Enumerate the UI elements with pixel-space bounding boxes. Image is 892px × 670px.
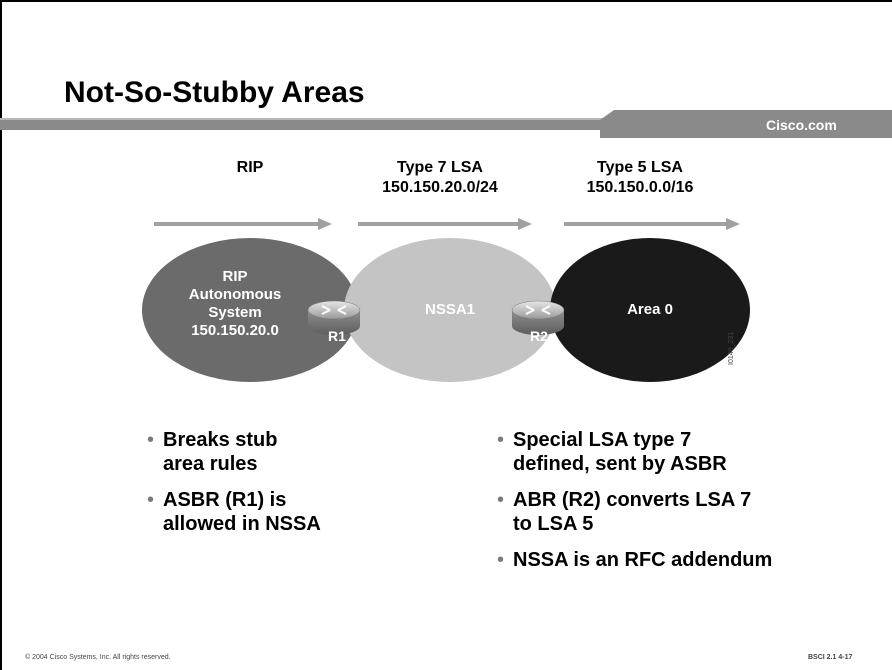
rip-as-cloud <box>142 238 358 382</box>
bullet-dot: • <box>147 489 155 511</box>
bullet-item: • ASBR (R1) is allowed in NSSA <box>147 489 321 535</box>
nssa-diagram: RIP Type 7 LSA 150.150.20.0/24 Type 5 LS… <box>140 159 760 400</box>
area0-backbone <box>550 238 750 382</box>
brand-label: Cisco.com <box>766 117 837 133</box>
bullet-list-left: • Breaks stub area rules • ASBR (R1) is … <box>147 428 397 548</box>
slide-title: Not-So-Stubby Areas <box>64 76 365 109</box>
flow-arrow-type5 <box>564 218 740 230</box>
flow-label-rip: RIP <box>236 159 264 176</box>
nssa1-label: NSSA1 <box>424 301 476 318</box>
bullet-dot: • <box>497 549 505 571</box>
flow-label-type5: Type 5 LSA 150.150.0.0/16 <box>586 159 694 196</box>
flow-label-type7: Type 7 LSA 150.150.20.0/24 <box>382 159 498 196</box>
header-bar <box>0 110 892 138</box>
rip-as-label: RIP Autonomous System 150.150.20.0 <box>188 268 282 339</box>
router-r1-icon <box>307 300 361 335</box>
area0-label: Area 0 <box>627 301 673 318</box>
flow-arrow-rip <box>154 218 332 230</box>
bullet-dot: • <box>497 429 505 451</box>
bullet-item: • ABR (R2) converts LSA 7 to LSA 5 <box>497 489 752 535</box>
router-r2-icon <box>511 300 565 335</box>
copyright-footer: © 2004 Cisco Systems, Inc. All rights re… <box>25 654 171 661</box>
flow-arrow-type7 <box>358 218 532 230</box>
bullet-item: • Special LSA type 7 defined, sent by AS… <box>497 429 727 475</box>
bullet-item: • NSSA is an RFC addendum <box>497 549 773 571</box>
diagram-canvas <box>142 218 750 382</box>
router-r1-label: R1 <box>328 328 346 344</box>
bullet-item: • Breaks stub area rules <box>147 429 278 475</box>
bullet-dot: • <box>147 429 155 451</box>
figure-code: I0140_231 <box>728 331 735 365</box>
nssa1-area <box>344 238 556 382</box>
router-r2-label: R2 <box>530 328 548 344</box>
course-footer: BSCI 2.1 4-17 <box>808 654 853 661</box>
bullet-dot: • <box>497 489 505 511</box>
bullet-list-right: • Special LSA type 7 defined, sent by AS… <box>497 428 877 584</box>
